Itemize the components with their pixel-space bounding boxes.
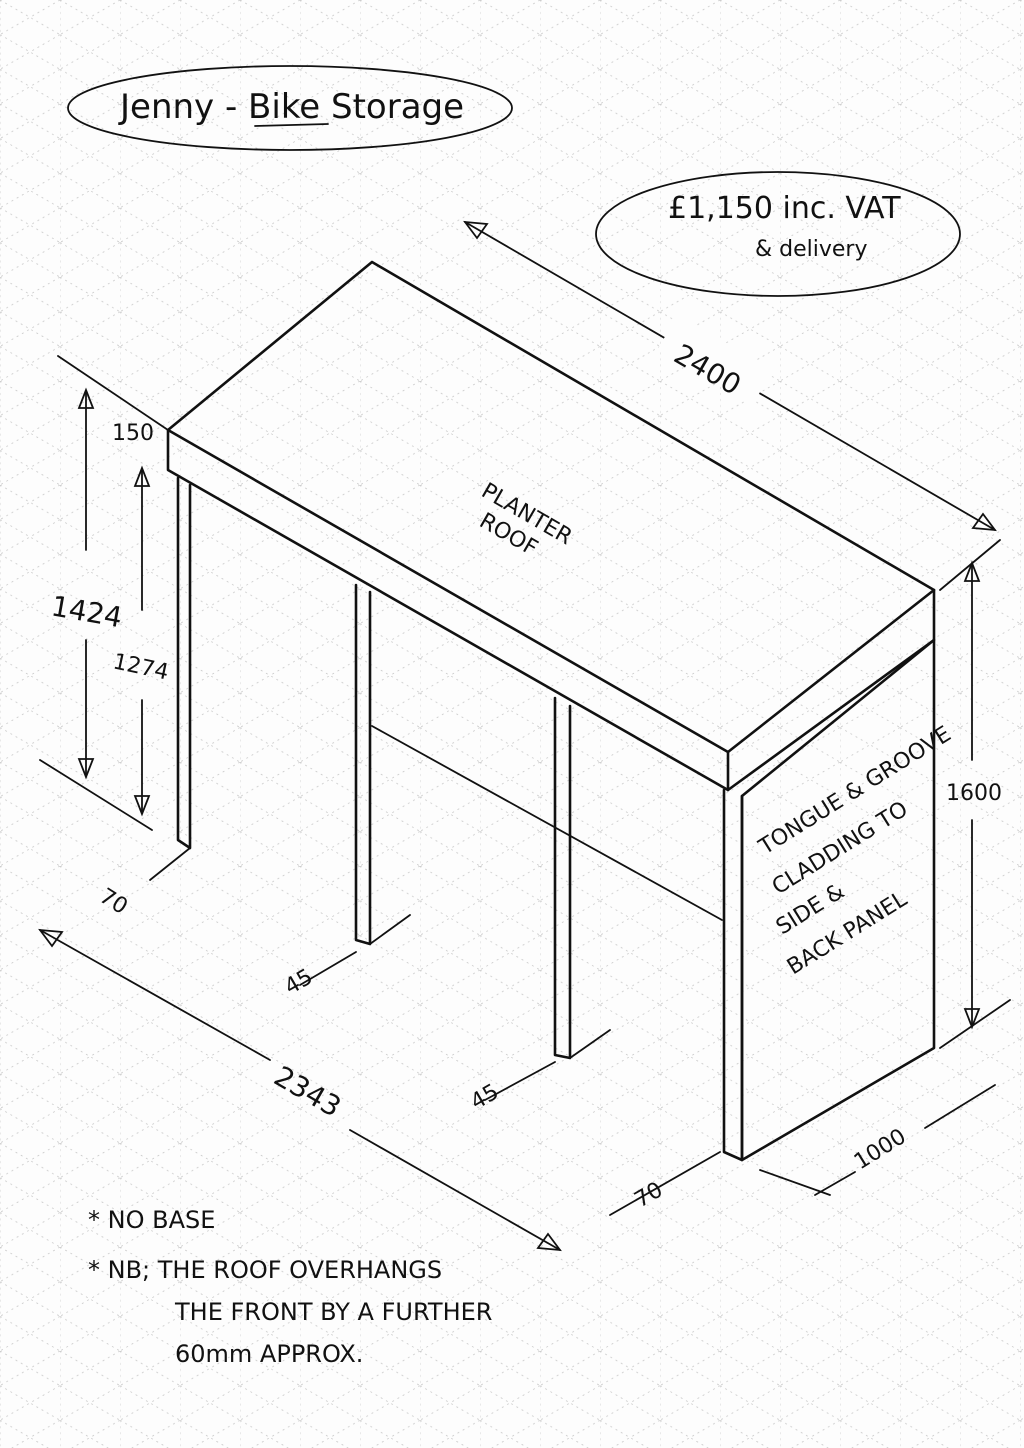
inner-depth-line [371, 725, 723, 921]
foot-line-mid-2 [569, 1029, 611, 1059]
dim-base-length-arrow-start [38, 928, 64, 948]
dim-roof-thickness-text: 150 [112, 421, 154, 446]
title-ellipse [67, 65, 513, 151]
dim-height-right-arrow-top [963, 560, 981, 582]
post-middle-2 [553, 696, 572, 1060]
note-overhang-line-3: 60mm APPROX. [175, 1340, 363, 1368]
dim-base-length-line-b [349, 1129, 561, 1251]
dim-height-under-arrow-bottom [133, 795, 151, 817]
note-overhang-line-2: THE FRONT BY A FURTHER [174, 1298, 492, 1326]
ext-line-bottom-left [39, 759, 153, 831]
dim-height-right-text: 1600 [946, 781, 1002, 806]
foot-sketch-mid-2 [484, 1061, 556, 1101]
dim-height-total-arrow-top [77, 387, 95, 409]
dim-post-front-right-line [609, 1151, 721, 1216]
dim-height-under-arrow-top [133, 465, 151, 487]
dim-roof-length-gap [657, 315, 773, 405]
ext-line-bottom-right [939, 999, 1011, 1049]
ext-line-top-right [939, 539, 1001, 591]
title-underline [254, 123, 329, 127]
dim-depth-line-b [924, 1084, 996, 1129]
note-overhang-line-1: * NB; THE ROOF OVERHANGS [88, 1256, 442, 1284]
roof-front-edge [166, 428, 730, 792]
ext-line-depth-left [759, 1169, 831, 1196]
ext-line-top-left [57, 355, 169, 431]
post-front-left [176, 476, 192, 850]
foot-line-mid-1 [369, 914, 411, 945]
note-no-base: * NO BASE [88, 1206, 215, 1234]
post-middle-1 [354, 583, 372, 946]
dim-base-length-line-a [39, 929, 271, 1061]
price-ellipse [595, 171, 961, 297]
dim-height-total-arrow-bottom [77, 758, 95, 780]
price-line-2: & delivery [755, 237, 868, 262]
foot-sketch-mid-1 [299, 951, 357, 986]
dim-depth-line-a [814, 1171, 856, 1196]
price-line-1: £1,150 inc. VAT [668, 191, 901, 226]
dim-roof-length-arrow-end [971, 512, 997, 532]
dim-roof-length-arrow-start [463, 220, 489, 240]
dim-height-right-arrow-bottom [963, 1008, 981, 1030]
dim-base-length-arrow-end [536, 1232, 562, 1252]
foot-line-left [149, 847, 191, 881]
title-text: Jenny - Bike Storage [118, 87, 464, 127]
side-panel [740, 638, 936, 1162]
